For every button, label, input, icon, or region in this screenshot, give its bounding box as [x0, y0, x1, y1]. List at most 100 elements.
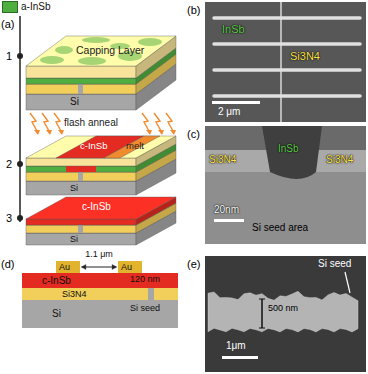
annotation: Capping Layer	[76, 44, 144, 56]
flash-arrowhead	[46, 130, 52, 135]
dimension-arrowhead	[81, 265, 86, 270]
legend-label: a-InSb	[21, 1, 50, 13]
crystal-insb-front	[66, 166, 96, 172]
annotation: 1μm	[226, 340, 246, 352]
annotation: Si seed	[130, 303, 160, 313]
leader-line	[345, 272, 350, 293]
annotation: InSb	[278, 143, 299, 155]
flash-bolt	[54, 113, 61, 131]
crystal-insb-region	[56, 136, 144, 158]
dimension-tick	[259, 328, 265, 329]
scale-bar	[214, 219, 244, 222]
nitride-layer-front	[26, 172, 136, 181]
capping-layer-front	[26, 158, 136, 166]
nanowire	[214, 42, 360, 46]
seed-window	[78, 172, 83, 181]
dimension-arrowhead	[112, 265, 117, 270]
capping-layer-top	[26, 136, 176, 158]
annotation: 1.1 μm	[85, 249, 113, 259]
timeline-dot	[17, 53, 23, 59]
panel-letter: (d)	[1, 258, 14, 271]
annotation: Si3N4	[290, 50, 320, 63]
dimension-line	[261, 299, 263, 328]
si-substrate-front	[26, 233, 136, 245]
layer-label: Si3N4	[62, 289, 87, 299]
annotation: Si	[70, 234, 78, 244]
flash-arrowhead	[34, 130, 40, 135]
seed-window	[78, 84, 83, 94]
annotation: Si3N4	[326, 154, 353, 166]
capping-layer-top	[26, 36, 176, 66]
layer-label: Au	[121, 262, 132, 272]
nitride-layer: Si3N4	[22, 288, 178, 300]
panel-letter: (b)	[187, 4, 200, 17]
scale-bar	[212, 101, 260, 104]
capping-layer-front	[26, 66, 136, 78]
annotation: InSb	[222, 23, 245, 36]
annotation: 3	[6, 212, 12, 225]
annotation: Si seed area	[252, 222, 308, 234]
scale-bar	[222, 356, 258, 359]
dimension-tick	[259, 299, 265, 300]
nitride-layer-front	[26, 84, 136, 94]
annotation: 2 μm	[218, 106, 240, 118]
tem-image	[205, 126, 366, 244]
layer-label: c-InSb	[42, 275, 71, 287]
flash-bolt	[154, 113, 161, 131]
si-substrate-front	[26, 94, 136, 110]
nanowire	[214, 68, 360, 72]
panel-letter: (e)	[187, 258, 200, 271]
timeline-dot	[17, 215, 23, 221]
flash-bolt	[142, 113, 149, 131]
flash-bolt	[30, 113, 37, 131]
panel-letter: (a)	[1, 18, 14, 31]
sem-image	[205, 256, 366, 372]
insb-layer-front	[26, 166, 136, 172]
flash-arrowhead	[158, 130, 164, 135]
seed-window	[78, 225, 83, 233]
si-substrate-front	[26, 181, 136, 195]
insb-grain	[82, 37, 110, 43]
dimension-line	[82, 267, 116, 268]
flash-bolt	[42, 113, 49, 131]
annotation: 1	[6, 50, 12, 63]
annotation: Si	[70, 96, 79, 108]
flash-arrowhead	[146, 130, 152, 135]
timeline-dot	[17, 161, 23, 167]
flash-arrowhead	[58, 130, 64, 135]
annotation: c-InSb	[80, 141, 107, 152]
flash-arrowhead	[170, 130, 176, 135]
nanowire	[214, 16, 360, 20]
annotation: 2	[6, 158, 12, 171]
crystal-insb-layer-front	[26, 219, 136, 225]
tem-insb	[262, 126, 322, 179]
timeline	[19, 16, 21, 222]
crystal-insb-layer-top	[26, 197, 176, 219]
nitride-stripe	[280, 2, 282, 122]
annotation: c-InSb	[82, 201, 111, 213]
annotation: 120 nm	[130, 274, 160, 284]
insb-grain	[55, 46, 73, 54]
annotation: flash anneal	[64, 117, 118, 129]
amorphous-insb-front	[26, 78, 136, 84]
annotation: 500 nm	[268, 303, 298, 313]
panel-letter: (c)	[187, 128, 200, 141]
legend-entry: a-InSb	[2, 1, 50, 13]
annotation: 20nm	[214, 204, 239, 216]
sem-image	[205, 2, 366, 122]
melt-region	[104, 136, 160, 158]
insb-grain	[78, 57, 106, 65]
nanowire	[214, 94, 360, 98]
layer-label: Au	[59, 262, 70, 272]
annotation: Si3N4	[209, 154, 236, 166]
annotation: Si seed	[318, 258, 351, 270]
legend-swatch	[2, 1, 18, 13]
insb-wire-side	[208, 291, 358, 332]
insb-grain	[40, 56, 64, 64]
flash-bolt	[166, 113, 173, 131]
nitride-layer-front	[26, 225, 136, 233]
layer-label: Si	[52, 308, 61, 320]
gold-contact: Au	[118, 261, 142, 273]
annotation: Si	[70, 183, 78, 193]
